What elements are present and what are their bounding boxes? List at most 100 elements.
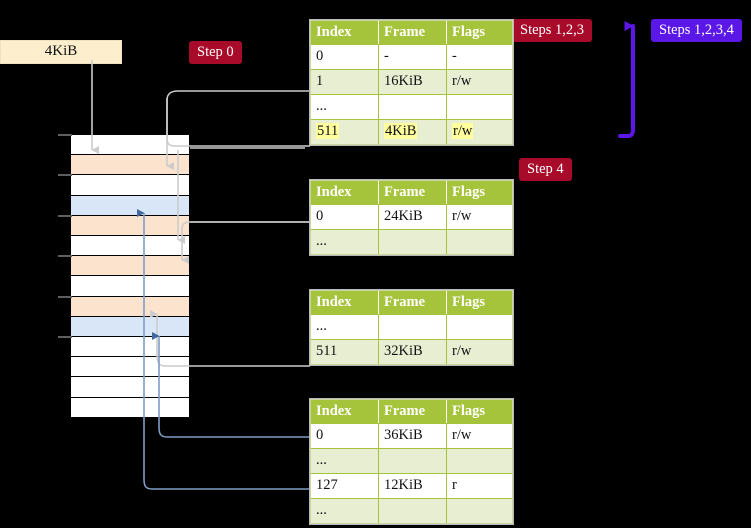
cell-frame: 24KiB — [378, 204, 447, 230]
column-header-frame: Frame — [378, 21, 447, 46]
column-header-frame: Frame — [378, 181, 447, 206]
cell-frame: - — [378, 44, 447, 70]
column-header-flags: Flags — [446, 400, 512, 425]
cell-frame: 36KiB — [378, 423, 447, 449]
memory-tick — [58, 134, 72, 136]
memory-frame-row — [70, 295, 190, 317]
column-header-frame: Frame — [378, 291, 447, 316]
cell-index: ... — [311, 448, 379, 474]
cell-flags: r/w — [446, 204, 512, 230]
memory-tick — [58, 255, 72, 258]
highlighted-value: 4KiB — [384, 122, 418, 139]
cell-index: ... — [311, 498, 379, 523]
column-header-flags: Flags — [446, 21, 512, 46]
cell-frame — [378, 448, 447, 474]
cell-flags: - — [446, 44, 512, 70]
cell-frame: 16KiB — [378, 69, 447, 95]
arrow-steps-1234-bracket — [618, 21, 635, 138]
cell-index: 1 — [311, 69, 379, 95]
badge-steps-1234: Steps 1,2,3,4 — [651, 19, 742, 43]
cell-index: ... — [311, 314, 379, 340]
column-header-index: Index — [311, 400, 379, 425]
memory-tick — [58, 174, 72, 177]
memory-frame-row — [70, 214, 190, 236]
cell-frame: 32KiB — [378, 339, 447, 364]
connector-pd-hook — [181, 221, 310, 264]
cell-frame: 12KiB — [378, 473, 447, 499]
cell-flags: r/w — [446, 119, 512, 144]
cell-index: 127 — [311, 473, 379, 499]
memory-frame-row — [70, 396, 190, 418]
badge-step-0-text: Step 0 — [197, 44, 234, 60]
cell-flags — [446, 448, 512, 474]
cell-index: ... — [311, 94, 379, 120]
memory-tick — [58, 295, 72, 298]
table-row: ... — [311, 229, 512, 254]
column-header-index: Index — [311, 21, 379, 46]
table-row: ... — [311, 448, 512, 474]
memory-frame-row — [70, 275, 190, 297]
cell-frame — [378, 498, 447, 523]
memory-tick — [58, 336, 72, 338]
badge-steps-123-text: Steps 1,2,3 — [520, 22, 585, 38]
memory-tick — [58, 214, 72, 217]
table-row: ... — [311, 94, 512, 120]
table-row: 511 4KiB r/w — [311, 119, 512, 144]
badge-steps-123: Steps 1,2,3 — [512, 19, 593, 43]
memory-frame-row — [70, 154, 190, 176]
cell-index: 511 — [311, 339, 379, 364]
badge-step-4: Step 4 — [519, 158, 572, 182]
size-label-text: 4KiB — [44, 43, 78, 59]
table-row: ... — [311, 314, 512, 340]
cell-index: 511 — [311, 119, 379, 144]
memory-frame-row — [70, 235, 190, 257]
table-row: 0-- — [311, 44, 512, 70]
memory-frame-row — [70, 376, 190, 398]
size-label-4kib: 4KiB — [0, 40, 122, 64]
memory-frame-row — [70, 356, 190, 378]
cell-index: 0 — [311, 423, 379, 449]
highlighted-value: r/w — [452, 122, 474, 139]
column-header-frame: Frame — [378, 400, 447, 425]
cell-frame: 4KiB — [378, 119, 447, 144]
highlighted-value: 511 — [316, 122, 340, 139]
memory-frame-row — [70, 134, 190, 156]
cell-index: 0 — [311, 44, 379, 70]
cell-frame — [378, 229, 447, 254]
badge-steps-1234-text: Steps 1,2,3,4 — [659, 22, 734, 38]
cell-frame — [378, 94, 447, 120]
memory-frame-row — [70, 336, 190, 358]
column-header-flags: Flags — [446, 181, 512, 206]
cell-flags — [446, 94, 512, 120]
column-header-index: Index — [311, 291, 379, 316]
memory-frame-row — [70, 174, 190, 196]
cell-index: 0 — [311, 204, 379, 230]
cell-flags: r/w — [446, 423, 512, 449]
column-header-index: Index — [311, 181, 379, 206]
cell-index: ... — [311, 229, 379, 254]
cell-flags: r/w — [446, 339, 512, 364]
cell-frame — [378, 314, 447, 340]
memory-frame-row — [70, 194, 190, 216]
column-header-flags: Flags — [446, 291, 512, 316]
cell-flags: r/w — [446, 69, 512, 95]
cell-flags: r — [446, 473, 512, 499]
memory-frame-row — [70, 255, 190, 277]
cell-flags — [446, 314, 512, 340]
table-row: ... — [311, 498, 512, 523]
badge-step-4-text: Step 4 — [527, 161, 564, 177]
physical-memory-column — [70, 134, 190, 418]
